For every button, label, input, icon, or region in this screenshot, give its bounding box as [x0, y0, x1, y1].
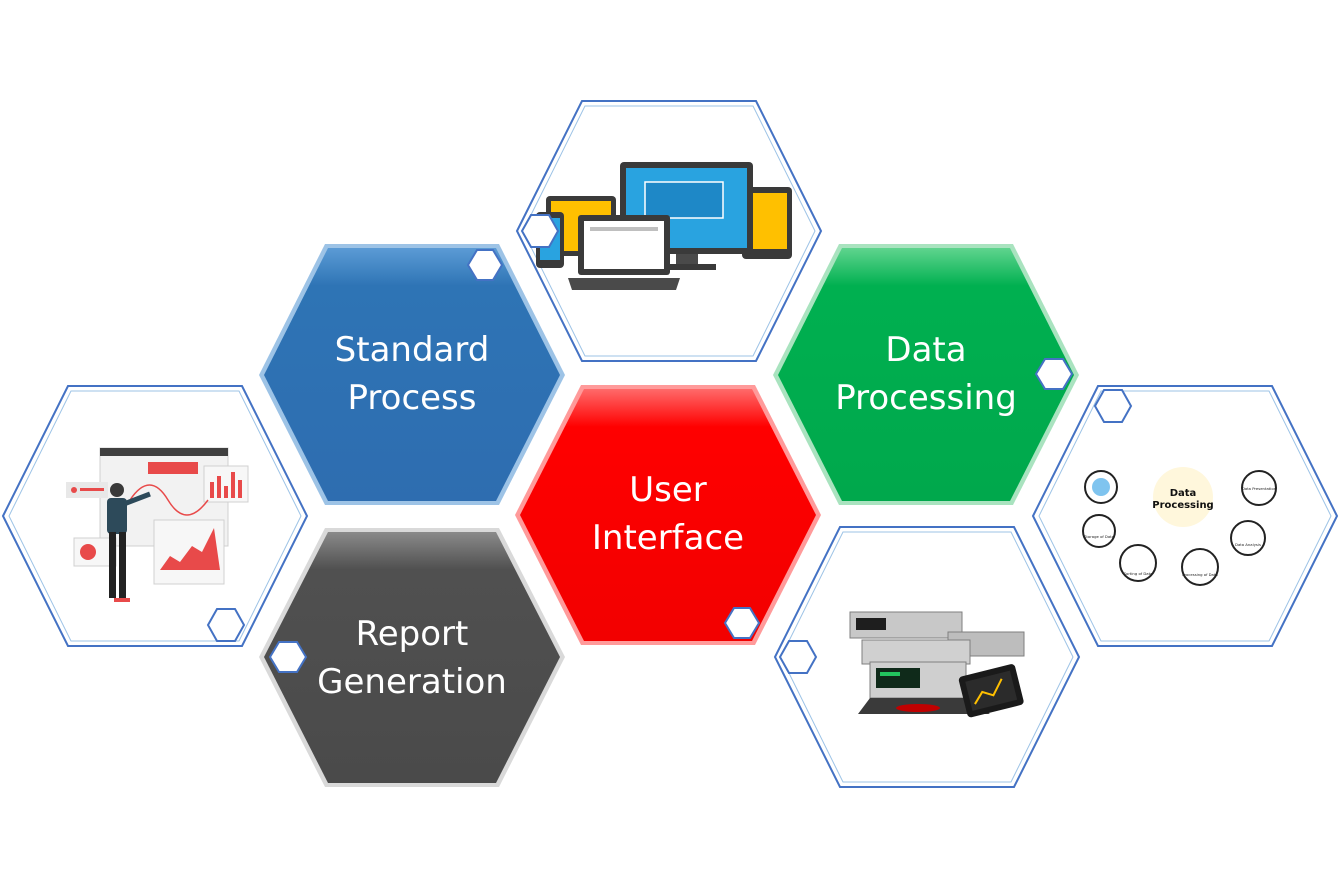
- mini-node-storage: Storage of Data: [1084, 534, 1114, 539]
- user-interface-line2: Interface: [592, 518, 744, 558]
- small-hex-accent: [206, 608, 246, 642]
- data-processing-hexagon: Data Processing: [773, 244, 1079, 505]
- data-processing-line2: Processing: [835, 378, 1017, 418]
- small-hex-accent: [268, 641, 308, 673]
- report-generation-line1: Report: [356, 614, 469, 654]
- analyst-hexagon: [1, 385, 309, 647]
- mini-node-presentation: Data Presentation: [1242, 486, 1277, 491]
- data-processing-diagram-hexagon: Data Processing Data Presentation Data A…: [1031, 385, 1339, 647]
- mini-node-processing: Processing of Data: [1182, 572, 1217, 577]
- devices-hexagon: [515, 100, 823, 362]
- small-hex-accent: [778, 640, 818, 674]
- mini-node-sorting: Sorting of Data: [1124, 571, 1153, 576]
- report-generation-line2: Generation: [317, 662, 507, 702]
- report-generation-hexagon: Report Generation: [259, 528, 565, 787]
- small-hex-accent: [520, 214, 560, 248]
- data-processing-mini-diagram: Data Processing Data Presentation Data A…: [1082, 467, 1277, 586]
- small-hex-accent: [1034, 358, 1074, 390]
- mini-node-analysis: Data Analysis: [1235, 542, 1261, 547]
- mini-center-line1: Data: [1170, 488, 1197, 499]
- standard-process-hexagon: Standard Process: [259, 244, 565, 505]
- lab-instruments-icon: [849, 611, 1025, 718]
- instruments-hexagon: [773, 526, 1081, 788]
- user-interface-line1: User: [629, 470, 707, 510]
- small-hex-accent: [466, 249, 504, 281]
- user-interface-hexagon: User Interface: [515, 385, 821, 645]
- mini-center-line2: Processing: [1152, 500, 1213, 511]
- data-processing-line1: Data: [885, 330, 966, 370]
- standard-process-line1: Standard: [335, 330, 490, 370]
- data-presentation-illustration: [66, 447, 249, 602]
- small-hex-accent: [723, 607, 761, 639]
- standard-process-line2: Process: [348, 378, 477, 418]
- small-hex-accent: [1093, 389, 1133, 423]
